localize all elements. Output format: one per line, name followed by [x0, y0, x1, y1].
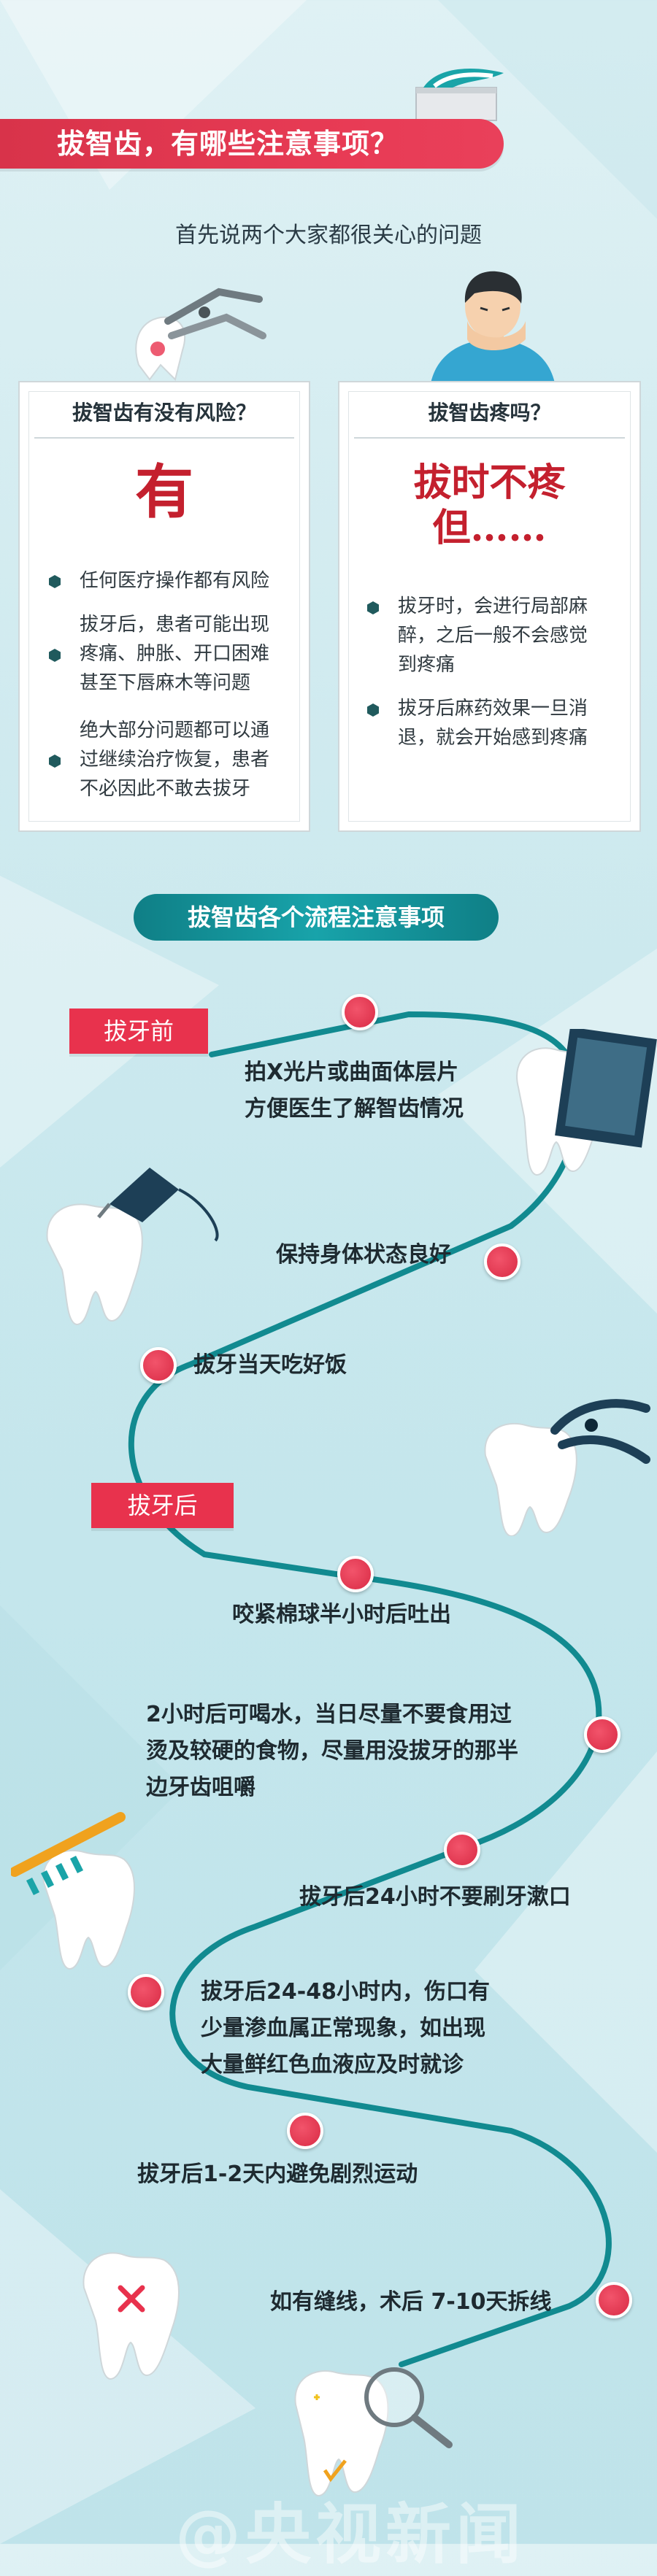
bullet-icon — [49, 649, 61, 662]
risk-card: 拔智齿有没有风险？ 有 任何医疗操作都有风险 拔牙后，患者可能出现 疼痛、肿胀、… — [18, 381, 310, 832]
page-title: 拔智齿，有哪些注意事项？ — [57, 128, 399, 160]
pain-bullet-2: 拔牙后麻药效果一旦消 退，就会开始感到疼痛 — [398, 698, 588, 749]
step-stitches: 如有缝线，术后 7-10天拆线 — [270, 2289, 552, 2315]
step-bleeding: 拔牙后24-48小时内，伤口有 少量渗血属正常现象，如出现 大量鲜红色血液应及时… — [201, 1979, 490, 2078]
step-xray: 拍X光片或曲面体层片 方便医生了解智齿情况 — [245, 1060, 464, 1122]
timeline-dot — [342, 994, 378, 1030]
divider — [354, 437, 625, 439]
card-frame — [28, 391, 300, 822]
risk-bullet-1: 任何医疗操作都有风险 — [80, 570, 270, 592]
subtitle: 首先说两个大家都很关心的问题 — [175, 223, 482, 248]
risk-card-heading: 拔智齿有没有风险？ — [72, 401, 256, 425]
pliers-tooth-icon — [484, 1399, 650, 1536]
title-banner — [0, 119, 504, 169]
after-tag: 拔牙后 — [91, 1483, 234, 1528]
timeline-dot — [484, 1243, 520, 1280]
card-frame — [348, 391, 631, 822]
pain-answer-line2: 但…… — [432, 506, 547, 550]
step-no-exercise: 拔牙后1-2天内避免剧烈运动 — [137, 2162, 418, 2187]
step-no-brush: 拔牙后24小时不要刷牙漱口 — [299, 1884, 571, 1910]
extraction-pliers-icon — [135, 288, 266, 381]
timeline-dot — [128, 1974, 164, 2010]
person-toothache-icon — [431, 271, 555, 383]
pain-answer-line1: 拔时不疼 — [413, 460, 566, 505]
tooth-magnifier-icon — [294, 2367, 453, 2497]
step-water: 2小时后可喝水，当日尽量不要食用过 烫及较硬的食物，尽量用没拔牙的那半 边牙齿咀… — [146, 1702, 518, 1800]
pain-card: 拔智齿疼吗？ 拔时不疼 但…… 拔牙时，会进行局部麻 醉，之后一般不会感觉 到疼… — [338, 381, 641, 832]
risk-bullet-2: 拔牙后，患者可能出现 疼痛、肿胀、开口困难 甚至下唇麻木等问题 — [80, 614, 270, 694]
toothbrush-tooth-icon — [11, 1812, 136, 1970]
toothpaste-illustration — [415, 69, 504, 121]
risk-bullet-3: 绝大部分问题都可以通 过继续治疗恢复，患者 不必因此不敢去拔牙 — [80, 720, 270, 800]
pain-bullet-1: 拔牙时，会进行局部麻 醉，之后一般不会感觉 到疼痛 — [398, 595, 588, 676]
bullet-icon — [49, 755, 61, 768]
watermark: @央视新闻 — [175, 2496, 526, 2573]
dental-drill-tooth-icon — [46, 1168, 219, 1326]
tooth-cross-icon — [82, 2252, 180, 2380]
timeline-dot — [287, 2113, 323, 2149]
section-title: 拔智齿各个流程注意事项 — [134, 894, 499, 941]
xray-tooth-icon — [516, 1029, 657, 1176]
timeline-dot — [337, 1556, 374, 1592]
bullet-icon — [367, 703, 379, 717]
timeline-dot — [584, 1716, 620, 1753]
step-health: 保持身体状态良好 — [276, 1242, 451, 1268]
step-cotton: 咬紧棉球半小时后吐出 — [232, 1602, 451, 1627]
bullet-icon — [367, 601, 379, 614]
divider — [34, 437, 294, 439]
before-tag: 拔牙前 — [69, 1009, 208, 1054]
bullet-icon — [49, 575, 61, 588]
step-eat: 拔牙当天吃好饭 — [193, 1352, 347, 1378]
timeline-dot — [140, 1347, 177, 1384]
timeline-dot — [444, 1832, 480, 1868]
timeline-dot — [596, 2282, 632, 2318]
risk-answer: 有 — [135, 458, 193, 526]
pain-card-heading: 拔智齿疼吗？ — [428, 401, 551, 425]
